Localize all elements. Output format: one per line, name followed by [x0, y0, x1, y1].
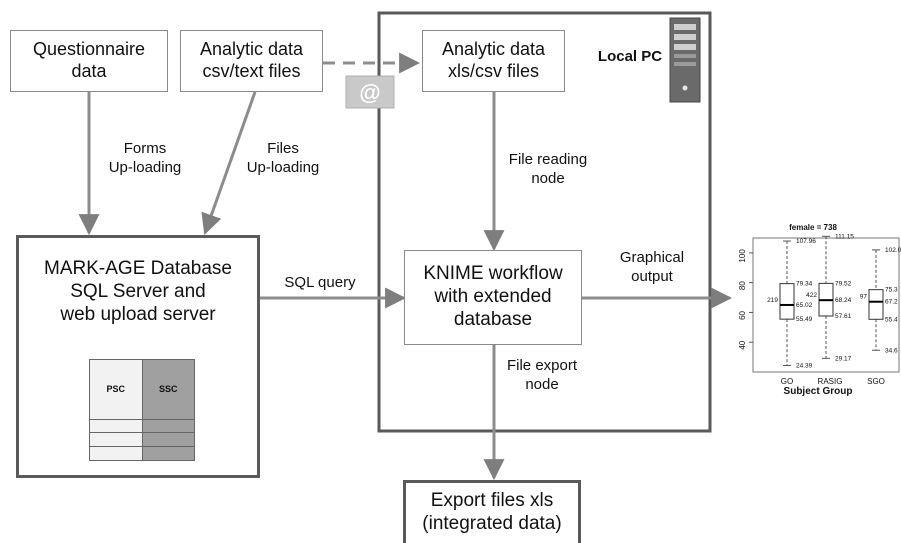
analytic-csv-box: Analytic data csv/text files — [180, 30, 323, 92]
knime-workflow-box: KNIME workflow with extended database — [404, 250, 582, 345]
box-q1-label: 57.61 — [835, 313, 852, 320]
box-median-label: 67.2 — [885, 299, 898, 306]
files-upload-label: Files Up-loading — [246, 140, 320, 176]
y-tick-label: 100 — [738, 249, 747, 263]
box-median-label: 68.24 — [835, 297, 852, 304]
table-cell — [141, 446, 195, 461]
x-tick-label: RASIG — [818, 377, 843, 386]
box-max-label: 111.15 — [835, 233, 854, 240]
table-header-ssc: SSC — [141, 359, 195, 420]
graphical-output-label: Graphical output — [619, 249, 685, 285]
box-median-label: 65.02 — [796, 302, 813, 309]
export-files-box: Export files xls (integrated data) — [403, 480, 581, 543]
box-q3-label: 79.52 — [835, 280, 852, 287]
box-max-label: 102.0 — [885, 247, 901, 254]
table-cell — [89, 432, 143, 448]
table-cell — [89, 446, 143, 461]
box-iqr — [779, 283, 795, 320]
box-n-label: 422 — [806, 292, 817, 299]
knime-workflow-label: KNIME workflow with extended database — [423, 263, 563, 330]
box-min-label: 34.6 — [885, 347, 898, 354]
box-q1-label: 55.49 — [796, 316, 813, 323]
server-tower-icon — [669, 17, 701, 103]
analytic-xls-box: Analytic data xls/csv files — [422, 30, 565, 92]
x-tick-label: SGO — [867, 377, 885, 386]
markage-database-label: MARK-AGE Database SQL Server and web upl… — [44, 258, 232, 325]
chart-xlabel: Subject Group — [784, 386, 853, 397]
table-cell — [141, 418, 195, 434]
box-n-label: 219 — [767, 297, 778, 304]
table-cell — [89, 418, 143, 434]
analytic-csv-label: Analytic data csv/text files — [199, 39, 304, 81]
email-icon: @ — [345, 75, 395, 109]
table-header-row: PSC SSC — [89, 359, 195, 420]
table-header-psc: PSC — [89, 359, 143, 420]
chart-title: female = 738 — [789, 223, 837, 232]
sql-query-label: SQL query — [284, 274, 356, 291]
y-tick-label: 40 — [738, 340, 747, 349]
table-row — [89, 432, 195, 448]
y-tick-label: 80 — [738, 281, 747, 290]
box-min-label: 29.17 — [835, 355, 852, 362]
y-tick-label: 60 — [738, 310, 747, 319]
local-pc-frame — [377, 11, 712, 433]
box-max-label: 107.96 — [796, 238, 816, 245]
x-tick-label: GO — [781, 377, 793, 386]
database-table: PSC SSC — [89, 359, 195, 461]
questionnaire-data-box: Questionnaire data — [10, 30, 168, 92]
box-q3-label: 75.3 — [885, 287, 898, 294]
box-q3-label: 79.34 — [796, 281, 813, 288]
box-n-label: 97 — [860, 294, 868, 301]
table-cell — [141, 432, 195, 448]
box-q1-label: 55.4 — [885, 316, 898, 323]
export-files-label: Export files xls (integrated data) — [422, 490, 562, 534]
table-row — [89, 418, 195, 434]
arrow-files-upload — [201, 91, 257, 235]
file-export-label: File export node — [506, 357, 578, 393]
box-iqr — [868, 289, 884, 320]
analytic-xls-label: Analytic data xls/csv files — [441, 39, 546, 81]
email-symbol: @ — [359, 80, 380, 105]
file-reading-label: File reading node — [508, 151, 588, 187]
table-row — [89, 446, 195, 461]
forms-upload-label: Forms Up-loading — [108, 140, 182, 176]
questionnaire-data-label: Questionnaire data — [32, 39, 146, 81]
local-pc-label: Local PC — [597, 48, 663, 65]
box-min-label: 24.39 — [796, 362, 813, 369]
